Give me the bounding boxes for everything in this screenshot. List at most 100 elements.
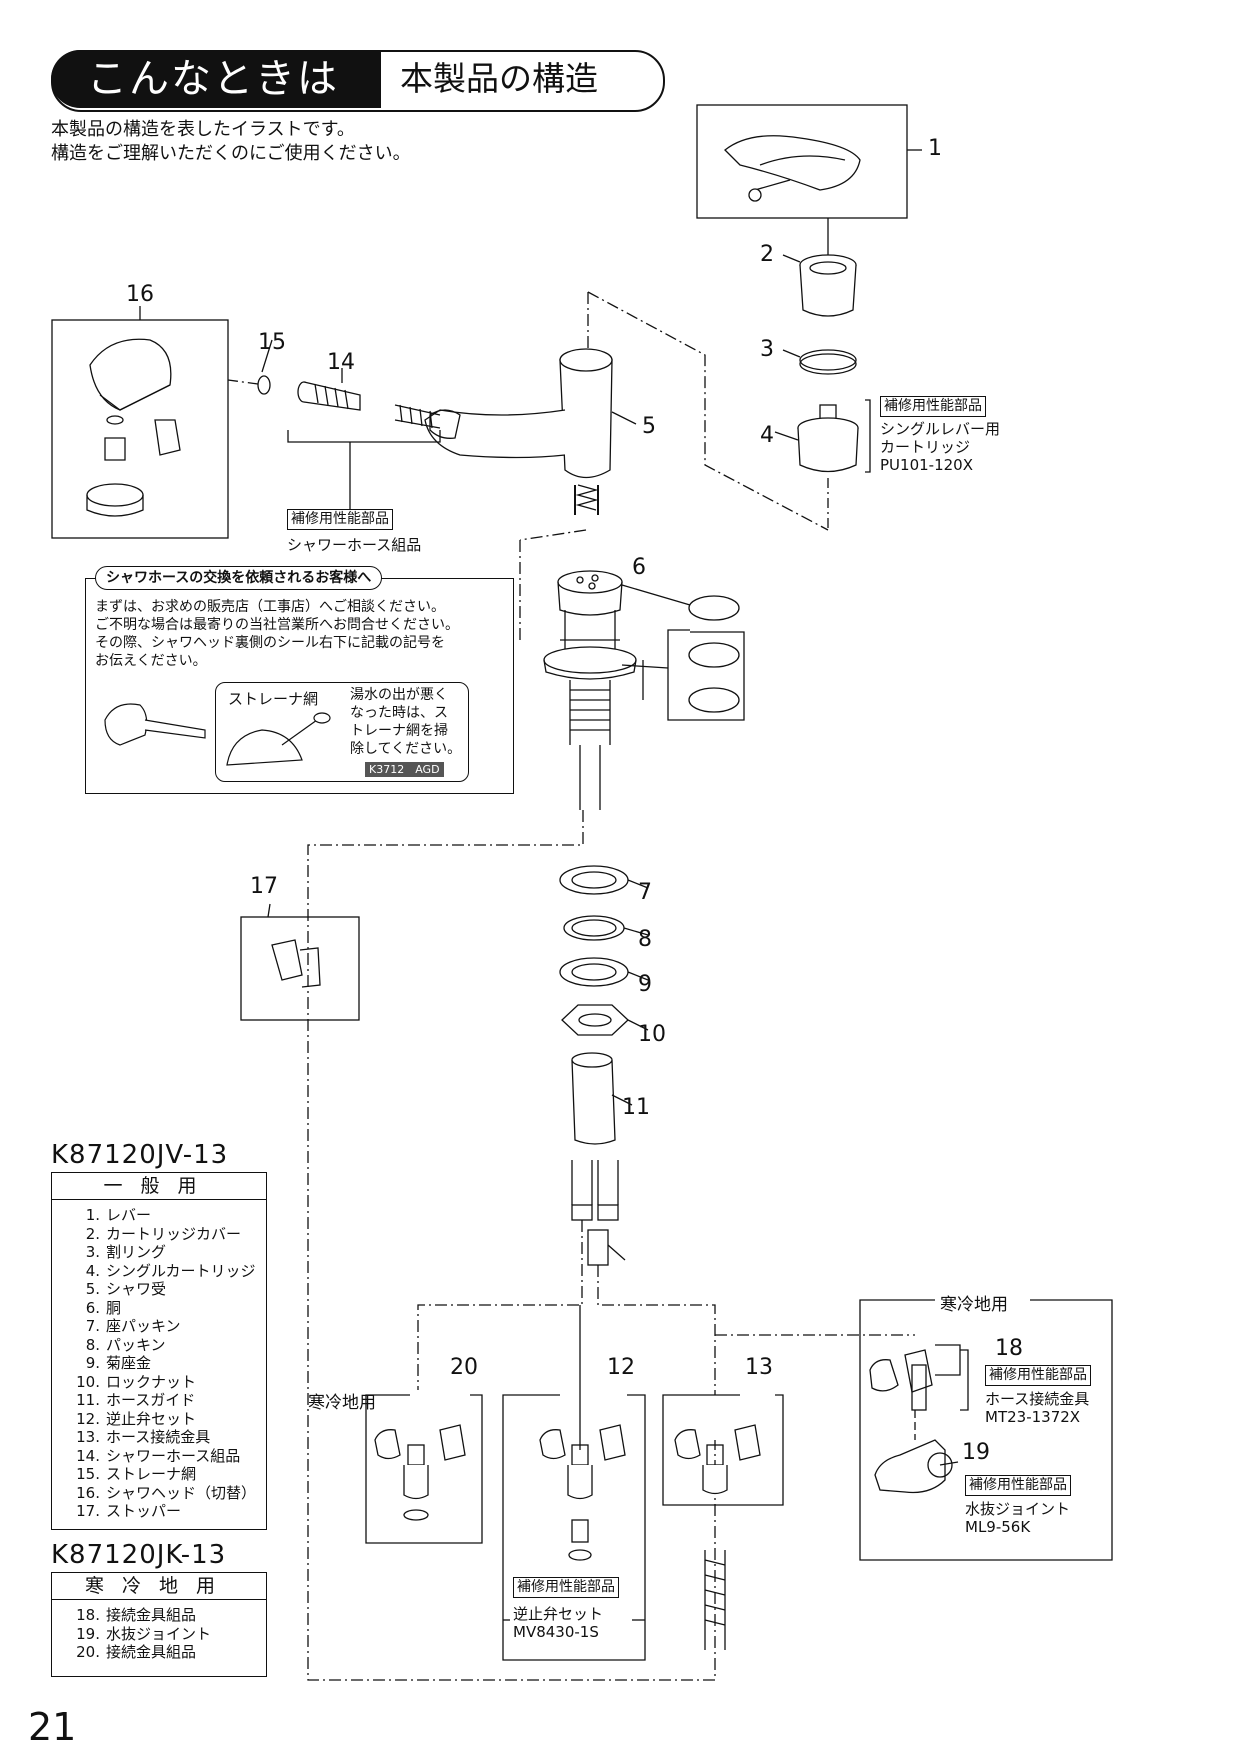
table-row: 10. ロックナット: [72, 1373, 266, 1392]
intro-text: 本製品の構造を表したイラストです。 構造をご理解いただくのにご使用ください。: [51, 118, 411, 166]
strainer-label: ストレーナ網: [228, 690, 319, 708]
intro-line-1: 本製品の構造を表したイラストです。: [51, 119, 355, 140]
row-number: 14.: [76, 1446, 100, 1465]
row-text: 菊座金: [106, 1354, 152, 1372]
shower-head-icon: [89, 338, 172, 411]
hose-set-label: シャワーホース組品: [287, 536, 422, 554]
row-text: ストレーナ網: [106, 1465, 197, 1483]
row-number: 20.: [76, 1643, 100, 1661]
table-row: 20. 接続金具組品: [72, 1643, 266, 1662]
row-text: ロックナット: [106, 1372, 197, 1391]
page-number: 21: [28, 1705, 77, 1749]
callout-9: 9: [638, 972, 652, 997]
callout-15: 15: [258, 330, 286, 355]
notice-title: シャワホースの交換を依頼されるお客様へ: [95, 566, 383, 590]
callout-13: 13: [745, 1355, 773, 1380]
row-text: ストッパー: [106, 1502, 182, 1520]
seal-code: K3712 AGD: [365, 762, 444, 777]
row-number: 13.: [76, 1428, 100, 1446]
notice-line-4: お伝えください。: [95, 653, 207, 669]
model-2: K87120JK-13: [51, 1540, 227, 1570]
row-text: 割リング: [106, 1243, 167, 1261]
row-text: 接続金具組品: [106, 1643, 197, 1661]
table-row: 13. ホース接続金具: [72, 1428, 266, 1447]
row-number: 5.: [85, 1280, 100, 1298]
notice-line-1: まずは、お求めの販売店（工事店）へご相談ください。: [95, 599, 445, 615]
part1-box: [696, 104, 908, 219]
joint19-name: 水抜ジョイント: [965, 1500, 1071, 1518]
callout-17: 17: [250, 874, 278, 899]
strainer-icon: [257, 375, 271, 395]
row-text: ホースガイド: [106, 1391, 196, 1409]
callout-19: 19: [962, 1440, 990, 1465]
strainer-illustration-icon: [226, 712, 331, 766]
row-number: 9.: [85, 1354, 100, 1372]
callout-5: 5: [642, 414, 656, 439]
table-row: 11. ホースガイド: [72, 1391, 266, 1410]
callout-20: 20: [450, 1355, 478, 1380]
callout-14: 14: [327, 350, 355, 375]
notice-line-3: その際、シャワヘッド裏側のシール右下に記載の記号を: [95, 635, 445, 651]
valve12-name: 逆止弁セット: [513, 1605, 604, 1623]
row-number: 17.: [76, 1502, 100, 1520]
row-number: 4.: [85, 1261, 100, 1280]
header-subtitle: 本製品の構造: [400, 59, 598, 98]
table-row: 2.カートリッジカバー: [72, 1225, 266, 1244]
row-number: 16.: [76, 1483, 100, 1502]
strainer-note: 湯水の出が悪く なった時は、ス トレーナ網を掃 除してください。: [350, 686, 461, 758]
row-number: 12.: [76, 1409, 100, 1428]
table-row: 8.パッキン: [72, 1336, 266, 1355]
repair-tag-hose: 補修用性能部品: [287, 509, 393, 530]
row-number: 10.: [76, 1372, 100, 1391]
table1-head: 一般用: [52, 1173, 266, 1200]
row-text: 逆止弁セット: [106, 1409, 197, 1428]
callout-16: 16: [126, 282, 154, 307]
valve12-code: MV8430-1S: [513, 1623, 599, 1641]
shower-head-small-icon: [104, 703, 206, 746]
table-row: 3. 割リング: [72, 1243, 266, 1262]
repair-tag-19: 補修用性能部品: [965, 1475, 1071, 1496]
part17-box: [240, 916, 360, 1021]
row-text: シングルカートリッジ: [106, 1261, 256, 1280]
callout-12: 12: [607, 1355, 635, 1380]
row-text: シャワヘッド（切替）: [106, 1483, 257, 1502]
notice-text: まずは、お求めの販売店（工事店）へご相談ください。 ご不明な場合は最寄りの当社営…: [95, 598, 505, 670]
row-number: 7.: [85, 1317, 100, 1335]
table-row: 7.座パッキン: [72, 1317, 266, 1336]
row-text: シャワ受: [106, 1280, 167, 1298]
row-text: パッキン: [106, 1335, 166, 1354]
row-number: 19.: [76, 1624, 100, 1643]
row-text: シャワーホース組品: [106, 1446, 241, 1465]
shower-receiver-icon: [559, 359, 613, 479]
callout-8: 8: [638, 927, 652, 952]
row-text: 接続金具組品: [106, 1606, 197, 1624]
cold-label-right: 寒冷地用: [937, 1290, 1011, 1315]
table-row: 6.胴: [72, 1299, 266, 1318]
row-text: ホース接続金具: [106, 1428, 211, 1446]
table-row: 17. ストッパー: [72, 1502, 266, 1521]
row-text: レバー: [106, 1206, 152, 1224]
row-number: 11.: [76, 1391, 100, 1409]
row-number: 3.: [85, 1243, 100, 1261]
table-row: 9. 菊座金: [72, 1354, 266, 1373]
callout-10: 10: [638, 1022, 666, 1047]
row-text: 水抜ジョイント: [106, 1624, 212, 1643]
row-number: 1.: [85, 1206, 100, 1224]
callout-1: 1: [928, 136, 942, 161]
strainer-note-2: なった時は、ス: [350, 705, 448, 721]
header-title: こんなときは: [51, 50, 381, 108]
row-number: 6.: [85, 1298, 100, 1317]
strainer-note-3: トレーナ網を掃: [350, 723, 448, 739]
cold-label-left: 寒冷地用: [308, 1393, 376, 1413]
repair-tag-18: 補修用性能部品: [985, 1365, 1091, 1386]
table-row: 12. 逆止弁セット: [72, 1410, 266, 1429]
callout-4: 4: [760, 423, 774, 448]
notice-line-2: ご不明な場合は最寄りの当社営業所へお問合せください。: [95, 617, 459, 633]
joint18-code: MT23-1372X: [985, 1408, 1081, 1426]
table-row: 5. シャワ受: [72, 1280, 266, 1299]
